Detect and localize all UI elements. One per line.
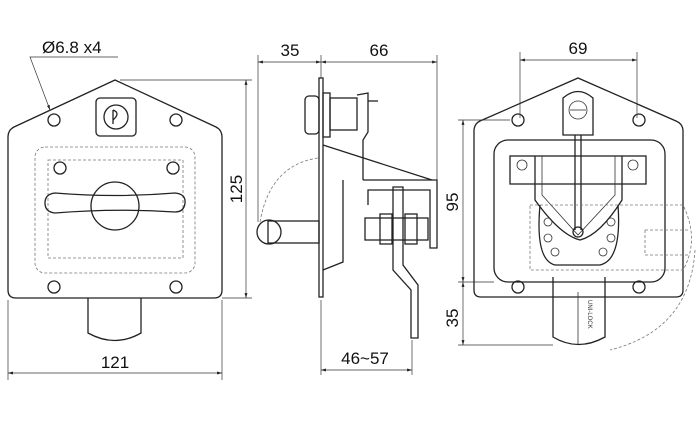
brand-text: UNI-LOCK	[586, 300, 592, 329]
body-depth-dimension: 66	[370, 41, 389, 60]
grip-range-dimension: 46~57	[341, 349, 389, 368]
t-handle	[44, 192, 186, 214]
width-dimension: 121	[101, 353, 129, 372]
height-dimension: 125	[227, 175, 246, 203]
front-view: 121 125 Ø6.8 x4	[7, 38, 252, 380]
rear-view: UNI-LOCK 69 95 35	[443, 39, 696, 351]
screw-icon	[543, 217, 616, 257]
mounting-hole	[47, 113, 183, 294]
rear-height-dimension: 95	[443, 193, 462, 212]
latch-bolt	[552, 277, 606, 346]
side-view: 35 66 46~57	[256, 41, 438, 375]
key-lock-icon	[95, 97, 137, 137]
cam-lever	[392, 186, 419, 339]
latch-bolt	[87, 298, 142, 342]
handle-depth-dimension: 35	[281, 41, 300, 60]
rear-width-dimension: 69	[569, 39, 588, 58]
bolt-dimension: 35	[443, 309, 462, 328]
hole-dimension: Ø6.8 x4	[42, 38, 102, 57]
